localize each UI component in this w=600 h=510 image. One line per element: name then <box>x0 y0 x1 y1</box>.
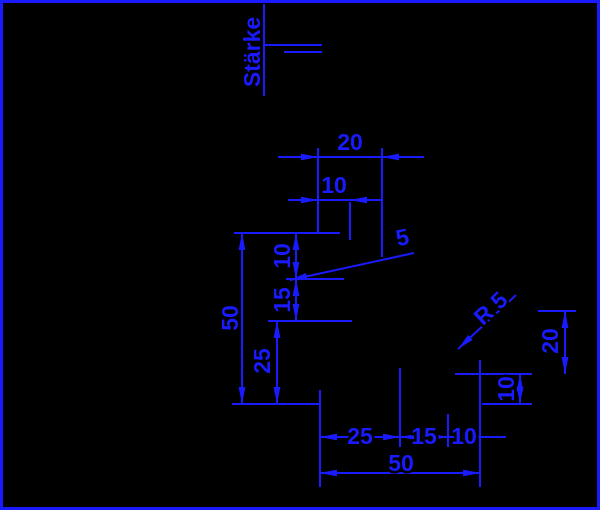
dimension-value: 20 <box>337 129 363 155</box>
dimension-value: 10 <box>269 243 295 269</box>
dimension-value: 10 <box>451 423 477 449</box>
dimension-value: 10 <box>321 172 347 198</box>
dimension-value: 15 <box>411 423 437 449</box>
dimension-value: 50 <box>217 305 243 331</box>
dimension-value: 5 <box>393 223 411 251</box>
leader-line <box>289 252 415 281</box>
dimension-value: 25 <box>347 423 373 449</box>
dimension-top-20: 20 <box>278 127 424 257</box>
dimension-radius: R 5 <box>457 284 517 350</box>
thickness-callout: Stärke <box>237 4 322 96</box>
leader-line <box>457 294 517 350</box>
dimension-bottom-chain: 25 15 10 50 <box>319 360 506 487</box>
dimension-notch-5: 5 <box>289 221 415 281</box>
dimension-value: 15 <box>269 287 295 313</box>
dimension-value: 10 <box>493 376 519 402</box>
dimension-value: R 5 <box>469 286 513 330</box>
dimension-value: 20 <box>537 328 563 354</box>
dimension-top-10: 10 <box>288 170 381 240</box>
dimension-right-chain: 20 10 <box>455 310 576 405</box>
dimension-left-chain: 50 10 15 25 <box>215 232 352 405</box>
thickness-label: Stärke <box>239 17 265 87</box>
dimension-value: 50 <box>388 450 414 476</box>
dimension-value: 25 <box>249 348 275 374</box>
